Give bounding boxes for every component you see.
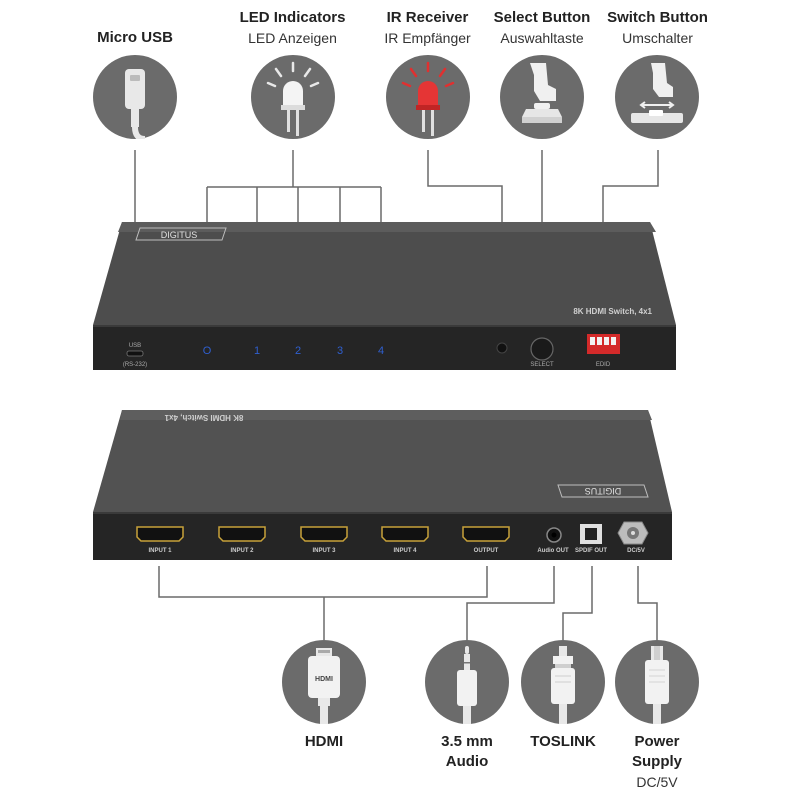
audio-jack-icon [457,646,477,724]
front-model-text: 8K HDMI Switch, 4x1 [573,307,652,316]
usb-port-sublabel: (RS-232) [123,362,147,368]
audio-title: 3.5 mm [441,733,493,750]
dc-plug-icon [645,646,669,724]
white-led-icon [266,61,320,136]
dc-power-port[interactable] [617,521,649,545]
ir-receiver-circle [386,55,470,139]
led-0: O [203,345,212,357]
ir-receiver-subtitle: IR Empfänger [384,30,471,46]
power-supply-label: Power Supply DC/5V [617,732,697,792]
ir-receiver-label: IR Receiver IR Empfänger [370,8,485,48]
red-led-icon [401,61,455,136]
rear-brand-logo: DIGITUS [557,484,649,498]
switch-button-circle [615,55,699,139]
input-2-label: INPUT 2 [230,548,254,554]
toslink-title: TOSLINK [530,733,596,750]
edid-label: EDID [596,362,611,368]
ir-receiver-window [496,342,508,354]
hdmi-title: HDMI [304,733,344,750]
input-3-label: INPUT 3 [312,548,336,554]
switch-button-subtitle: Umschalter [622,30,693,46]
led-indicators-circle [251,55,335,139]
input-1-label: INPUT 1 [148,548,172,554]
hdmi-circle: HDMI [282,640,366,724]
output-label: OUTPUT [474,548,499,554]
micro-usb-title: Micro USB [97,29,173,46]
micro-usb-port [126,350,144,357]
select-button-title: Select Button [493,9,591,26]
power-circle [615,640,699,724]
hdmi-port-input-3[interactable] [300,526,348,542]
select-button-circle [500,55,584,139]
input-4-label: INPUT 4 [393,548,417,554]
hdmi-port-input-1[interactable] [136,526,184,542]
audio-title-2: Audio [445,753,489,770]
hdmi-port-input-4[interactable] [381,526,429,542]
svg-text:DIGITUS: DIGITUS [161,230,198,240]
power-subtitle: DC/5V [636,774,678,790]
finger-slide-icon [631,63,683,123]
led-3: 3 [337,345,343,357]
power-title-2: Supply [631,753,682,770]
led-2: 2 [295,345,301,357]
led-4: 4 [378,345,384,357]
toslink-circle [521,640,605,724]
audio-out-label: Audio OUT [537,548,569,554]
audio-label: 3.5 mm Audio [427,732,507,772]
led-indicators-subtitle: LED Anzeigen [248,30,337,46]
usb-port-label: USB [129,343,141,349]
spdif-out-label: SPDIF OUT [575,548,607,554]
led-1: 1 [254,345,260,357]
spdif-out-port[interactable] [580,524,602,544]
select-button[interactable] [530,337,554,361]
switch-button-label: Switch Button Umschalter [595,8,720,48]
select-label: SELECT [530,362,554,368]
toslink-plug-icon [551,646,575,724]
svg-text:DIGITUS: DIGITUS [585,486,622,496]
micro-usb-cable-icon [125,69,146,139]
switch-button-title: Switch Button [607,9,708,26]
dc-label: DC/5V [627,548,645,554]
led-indicators-title: LED Indicators [239,9,346,26]
select-button-label: Select Button Auswahltaste [482,8,602,48]
micro-usb-label: Micro USB [80,28,190,48]
toslink-label: TOSLINK [515,732,611,752]
finger-press-icon [522,63,562,123]
edid-dip-switch[interactable] [587,334,620,354]
select-button-subtitle: Auswahltaste [500,30,584,46]
hdmi-port-output[interactable] [462,526,510,542]
ir-receiver-title: IR Receiver [386,9,469,26]
hdmi-label: HDMI [284,732,364,752]
hdmi-plug-text: HDMI [315,676,333,683]
hdmi-plug-icon: HDMI [308,648,340,724]
led-indicators-label: LED Indicators LED Anzeigen [225,8,360,48]
micro-usb-circle [93,55,177,139]
hdmi-port-input-2[interactable] [218,526,266,542]
front-brand-logo: DIGITUS [135,227,227,241]
power-title: Power [634,733,680,750]
rear-model-text: 8K HDMI Switch, 4x1 [164,413,243,422]
audio-circle [425,640,509,724]
